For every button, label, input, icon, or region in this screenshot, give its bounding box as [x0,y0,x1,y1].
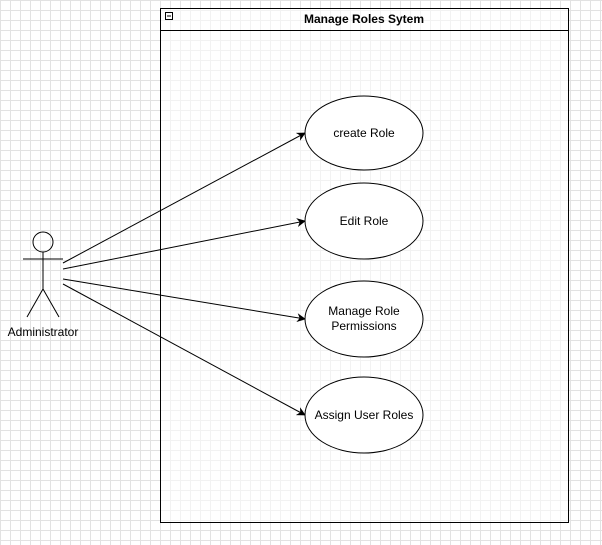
use-case-manage-role-permissions[interactable]: Manage Role Permissions [304,280,424,358]
system-title: Manage Roles Sytem [304,12,424,26]
association-create-role[interactable] [62,132,306,264]
association-assign-user-roles[interactable] [62,283,306,416]
association-edit-role[interactable] [62,218,306,270]
use-case-assign-user-roles[interactable]: Assign User Roles [304,376,424,454]
actor-administrator[interactable]: Administrator [8,231,79,339]
use-case-label-line1: Manage Role [328,304,400,318]
collapse-icon[interactable] [165,12,173,20]
use-case-create-role[interactable]: create Role [304,95,424,171]
use-case-edit-role[interactable]: Edit Role [304,182,424,260]
use-case-label: create Role [333,126,395,140]
use-case-label-line2: Permissions [331,319,396,333]
stick-figure-icon [23,231,63,318]
use-case-label: Edit Role [340,214,389,228]
associations [62,132,306,416]
use-case-label: Assign User Roles [315,408,414,422]
association-manage-permissions[interactable] [62,278,306,323]
actor-label: Administrator [8,325,79,339]
